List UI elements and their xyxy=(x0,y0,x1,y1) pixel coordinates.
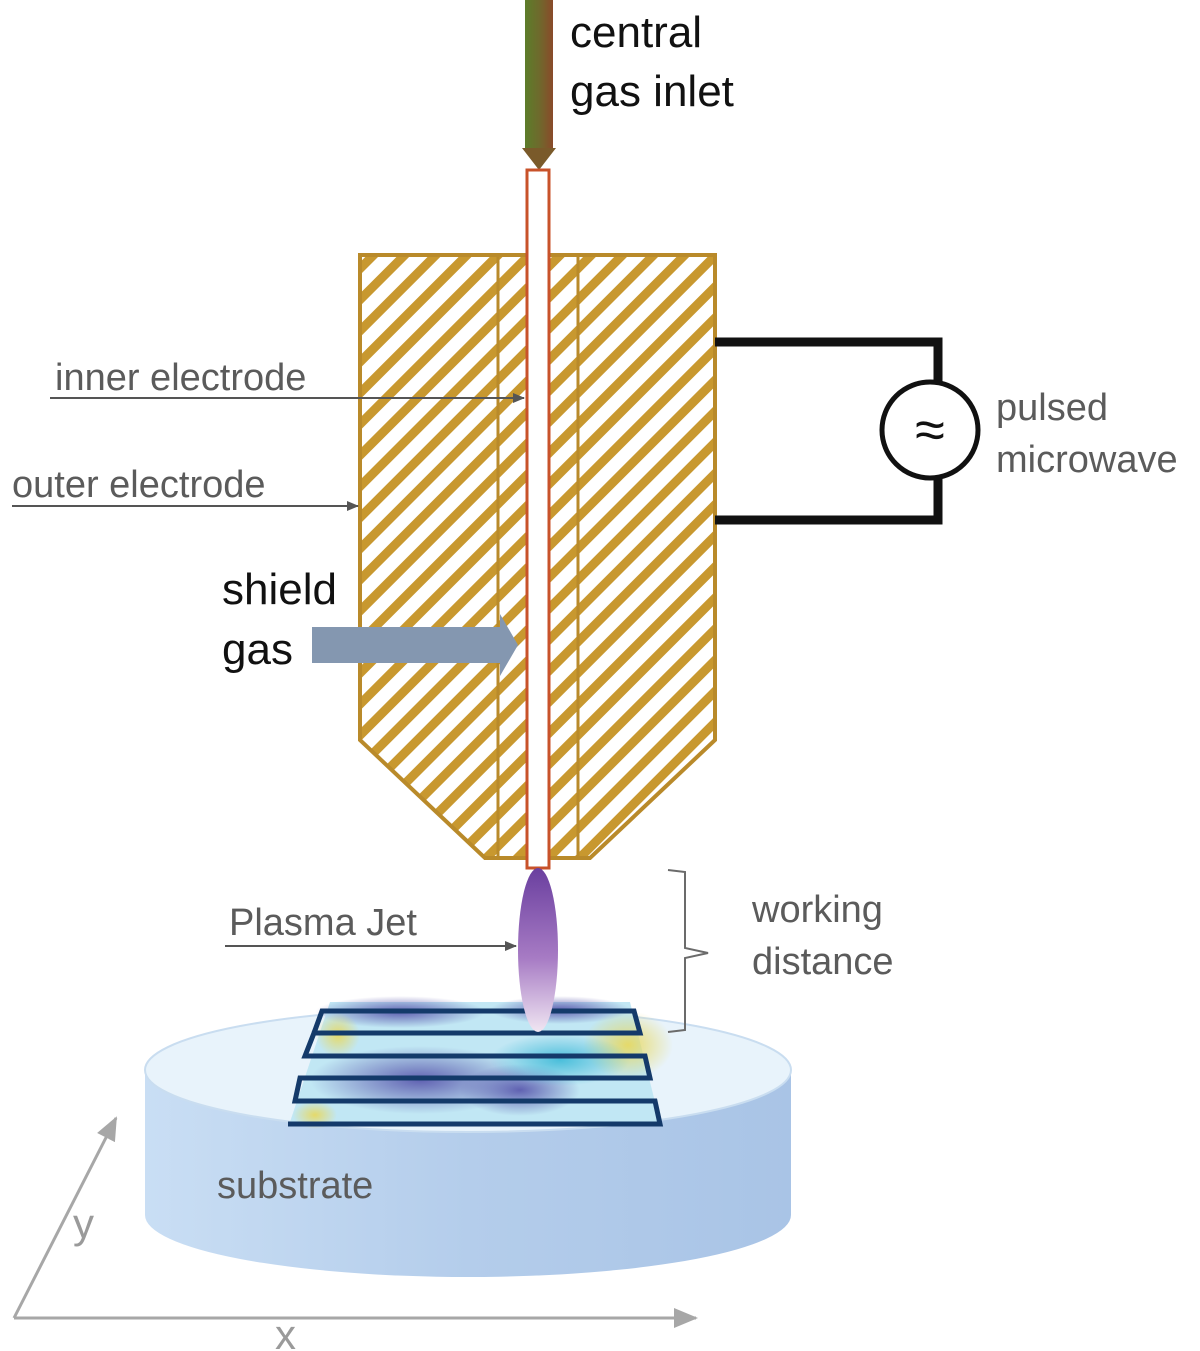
central-gas-inlet-line2: gas inlet xyxy=(570,67,734,116)
plasma-jet-label: Plasma Jet xyxy=(229,902,417,944)
working-distance-line2: distance xyxy=(752,941,894,983)
shield-gas-line2: gas xyxy=(222,625,293,674)
inner-electrode-capillary xyxy=(525,168,551,870)
pulsed-microwave-line2: microwave xyxy=(996,439,1178,481)
meander-electrode-start xyxy=(311,1008,600,1034)
microwave-circuit-wires xyxy=(715,337,943,525)
central-gas-inlet-line1: central xyxy=(570,8,702,57)
working-distance-label: working distance xyxy=(751,889,894,983)
axis-x-label: x xyxy=(275,1311,296,1351)
shield-gas-line1: shield xyxy=(222,565,337,614)
heatmap-patch xyxy=(290,996,673,1129)
working-distance-bracket xyxy=(667,869,709,1033)
pulsed-microwave-label: pulsed microwave xyxy=(996,387,1178,481)
ac-source-icon xyxy=(879,379,981,481)
meander-electrode xyxy=(288,1008,664,1127)
working-distance-line1: working xyxy=(751,889,883,931)
outer-electrode-label: outer electrode xyxy=(12,464,266,506)
central-gas-inlet xyxy=(522,0,556,170)
axis-y-label: y xyxy=(73,1200,94,1247)
plasma-jet xyxy=(518,868,558,1032)
inner-electrode-label: inner electrode xyxy=(55,357,306,399)
shield-gas-label: shield gas xyxy=(222,565,349,674)
coordinate-axes xyxy=(12,1116,698,1328)
ac-wave-symbol: ≈ xyxy=(915,400,945,460)
central-gas-inlet-label: central gas inlet xyxy=(570,8,734,116)
substrate-label: substrate xyxy=(217,1165,373,1207)
pulsed-microwave-line1: pulsed xyxy=(996,387,1108,429)
shield-gas-arrow xyxy=(312,614,518,676)
